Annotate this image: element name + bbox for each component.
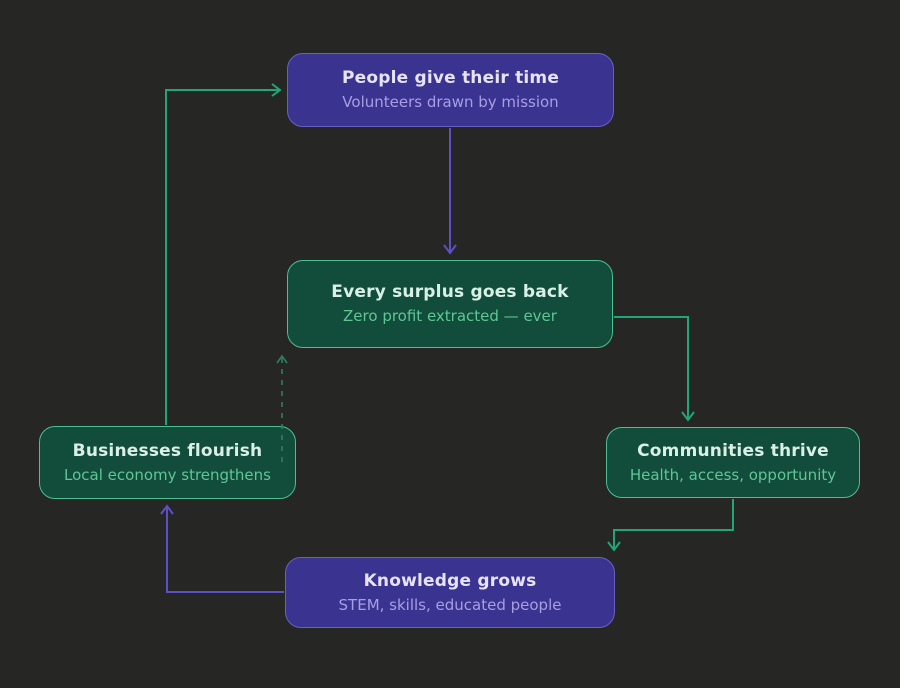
node-communities-thrive: Communities thrive Health, access, oppor… [606, 427, 860, 498]
edge-businesses-to-people-arrow [165, 83, 282, 425]
node-businesses-flourish: Businesses flourish Local economy streng… [39, 426, 296, 499]
edge-communities-to-knowledge-arrow [607, 499, 734, 552]
node-every-surplus-goes-back: Every surplus goes back Zero profit extr… [287, 260, 613, 348]
node-knowledge-grows: Knowledge grows STEM, skills, educated p… [285, 557, 615, 628]
edge-surplus-to-communities-arrow [614, 316, 695, 422]
node-title: Businesses flourish [72, 440, 263, 461]
node-title: People give their time [341, 68, 560, 88]
node-subtitle: Volunteers drawn by mission [342, 93, 559, 112]
node-title: Every surplus goes back [331, 282, 569, 302]
node-subtitle: Health, access, opportunity [629, 465, 837, 484]
node-subtitle: Local economy strengthens [64, 465, 271, 484]
node-title: Knowledge grows [363, 570, 537, 591]
node-people-give-their-time: People give their time Volunteers drawn … [287, 53, 614, 127]
node-subtitle: STEM, skills, educated people [338, 595, 562, 614]
node-title: Communities thrive [637, 440, 829, 461]
node-subtitle: Zero profit extracted — ever [343, 307, 557, 326]
edge-knowledge-to-businesses-arrow [160, 504, 284, 593]
